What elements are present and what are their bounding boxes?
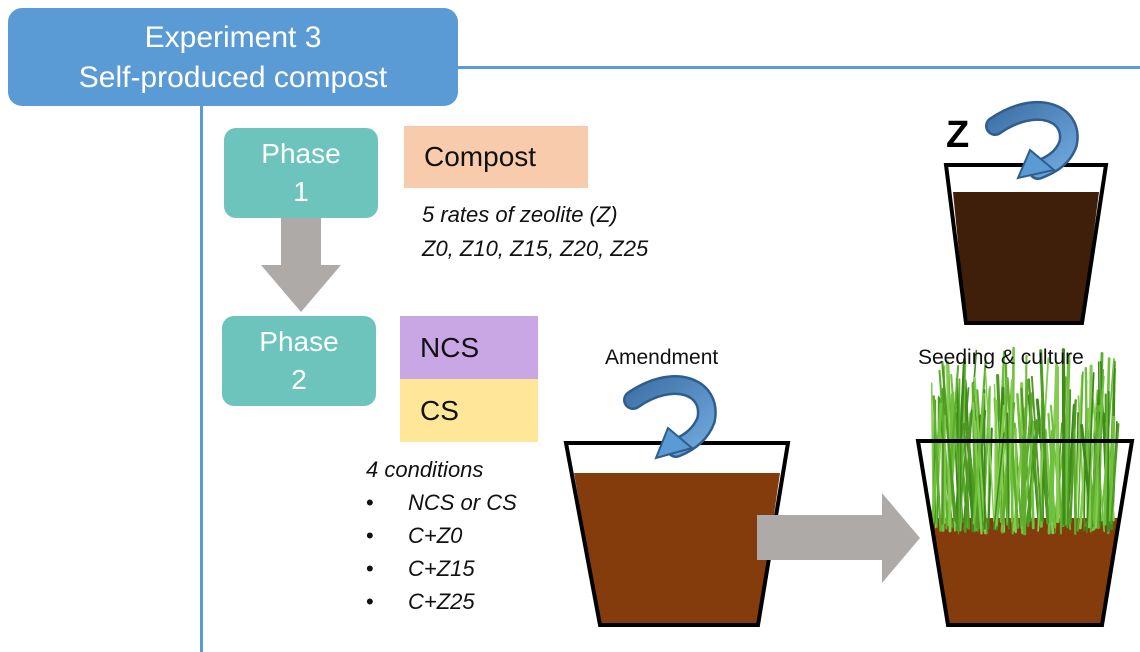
grass-blade [1030, 375, 1043, 522]
cs-box: CS [400, 379, 538, 442]
condition-item: C+Z0 [366, 519, 517, 552]
zeolite-rates-text: 5 rates of zeolite (Z) Z0, Z10, Z15, Z20… [422, 198, 648, 266]
phase-2-box: Phase 2 [222, 316, 376, 406]
grass-blade [1019, 391, 1034, 528]
conditions-title: 4 conditions [366, 457, 484, 482]
phase-1-box: Phase 1 [224, 128, 378, 218]
grass-blade [965, 421, 980, 530]
cs-label: CS [420, 394, 459, 426]
conditions-block: 4 conditions NCS or CSC+Z0C+Z15C+Z25 [366, 454, 517, 618]
curved-arrow-icon [623, 375, 717, 460]
grass-blade [1091, 375, 1105, 531]
zeolite-rates-list: Z0, Z10, Z15, Z20, Z25 [422, 236, 649, 261]
grass-blade [1006, 412, 1010, 530]
ncs-box: NCS [400, 316, 538, 379]
condition-item: NCS or CS [366, 486, 517, 519]
grass-blade [1106, 390, 1110, 521]
compost-label: Compost [424, 141, 537, 172]
curved-arrow-icon [985, 101, 1079, 180]
grass-blade [1010, 346, 1015, 523]
phase-2-number: 2 [291, 364, 307, 395]
compost-box: Compost [404, 126, 588, 188]
grass-blade [1039, 349, 1050, 525]
process-right-arrow [757, 493, 920, 583]
conditions-list: NCS or CSC+Z0C+Z15C+Z25 [366, 486, 517, 618]
phase-1-label: Phase [261, 138, 341, 169]
grass-blade [1077, 371, 1084, 532]
grass-blade [1061, 348, 1066, 526]
condition-item: C+Z25 [366, 585, 517, 618]
grass-blade [972, 392, 986, 525]
grass-blade [1049, 404, 1062, 522]
grass-blade [1022, 436, 1027, 536]
amendment-label: Amendment [605, 346, 719, 369]
grass [930, 346, 1120, 536]
seeding-culture-label: Seeding & culture [918, 346, 1084, 369]
header-divider [458, 66, 1140, 69]
z-label: Z [946, 114, 970, 156]
timeline-line [200, 106, 203, 652]
experiment-header: Experiment 3 Self-produced compost [8, 8, 458, 106]
grass-blade [1110, 423, 1120, 525]
grass-blade [932, 395, 942, 532]
condition-item: C+Z15 [366, 552, 517, 585]
header-subtitle: Self-produced compost [78, 61, 388, 94]
header-title: Experiment 3 [144, 21, 322, 54]
pot-seeding [915, 346, 1135, 627]
grass-blade [1073, 428, 1077, 535]
phase-2-label: Phase [259, 326, 339, 357]
grass-blade [1089, 404, 1100, 533]
pot-amendment [563, 441, 791, 627]
grass-blade [1069, 399, 1077, 525]
grass-blade [1066, 389, 1072, 529]
grass-blade [984, 370, 995, 523]
grass-blade [1050, 424, 1056, 523]
grass-blade [943, 406, 959, 532]
grass-blade [1005, 377, 1020, 529]
phase-down-arrow [261, 218, 341, 312]
grass-blade [1108, 415, 1116, 522]
grass-blade [964, 412, 972, 533]
grass-blade [945, 365, 960, 530]
phase-1-number: 1 [293, 176, 309, 207]
zeolite-rates-title: 5 rates of zeolite (Z) [422, 202, 618, 227]
grass-blade [963, 423, 971, 530]
pot-zeolite [943, 163, 1109, 325]
ncs-label: NCS [420, 331, 480, 363]
grass-blade [1085, 372, 1095, 534]
grass-blade [941, 387, 945, 525]
